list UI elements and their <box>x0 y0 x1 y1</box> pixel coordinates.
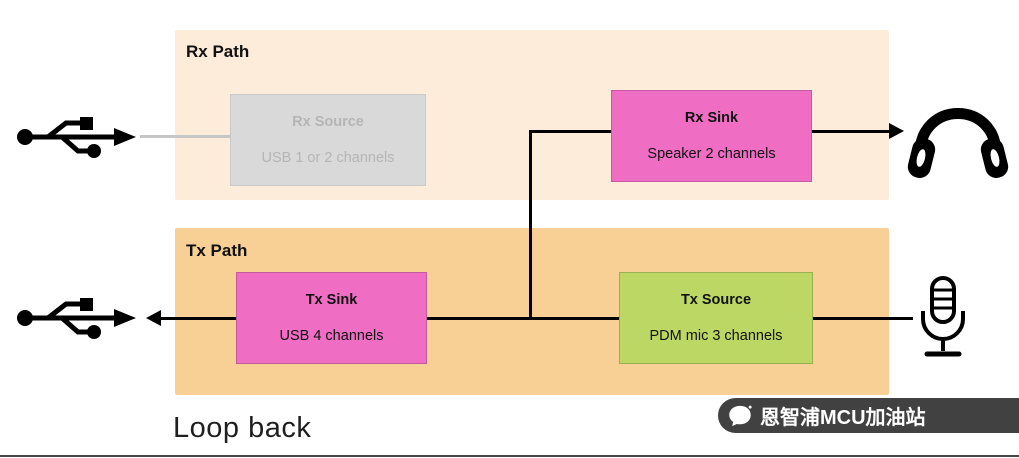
connector-usb-to-rx-source <box>140 135 230 138</box>
connector-tx-sink-to-usb <box>160 317 236 320</box>
rx-source-box: Rx Source USB 1 or 2 channels <box>230 94 426 186</box>
rx-sink-box: Rx Sink Speaker 2 channels <box>611 90 812 182</box>
arrowhead-to-headphones <box>889 123 904 139</box>
bottom-rule <box>0 455 1019 457</box>
connector-vertical-branch <box>529 130 532 320</box>
rx-source-title: Rx Source <box>292 114 364 131</box>
connector-tx-source-to-tx-sink <box>427 317 619 320</box>
connector-mic-to-tx-source <box>813 317 913 320</box>
rx-path-label: Rx Path <box>186 42 250 61</box>
tx-source-box: Tx Source PDM mic 3 channels <box>619 272 813 364</box>
rx-source-subtitle: USB 1 or 2 channels <box>261 149 395 166</box>
chat-bubble-icon <box>727 403 753 429</box>
rx-sink-title: Rx Sink <box>684 110 739 127</box>
tx-sink-title: Tx Sink <box>305 292 358 309</box>
watermark-banner: 恩智浦MCU加油站 <box>718 398 1019 433</box>
tx-sink-subtitle: USB 4 channels <box>279 327 384 344</box>
tx-source-subtitle: PDM mic 3 channels <box>649 327 783 344</box>
usb-icon <box>14 106 138 168</box>
tx-sink-box: Tx Sink USB 4 channels <box>236 272 427 364</box>
headphones-icon <box>906 84 1010 184</box>
watermark-text: 恩智浦MCU加油站 <box>760 407 926 429</box>
usb-icon <box>14 287 138 349</box>
tx-path-label: Tx Path <box>186 241 248 260</box>
connector-branch-to-rx-sink <box>531 130 611 133</box>
connector-rx-sink-to-headphones <box>812 130 892 133</box>
microphone-icon <box>913 275 973 365</box>
arrowhead-to-usb <box>146 310 161 326</box>
tx-source-title: Tx Source <box>680 292 752 309</box>
rx-sink-subtitle: Speaker 2 channels <box>647 145 776 162</box>
diagram-caption: Loop back <box>173 412 312 444</box>
